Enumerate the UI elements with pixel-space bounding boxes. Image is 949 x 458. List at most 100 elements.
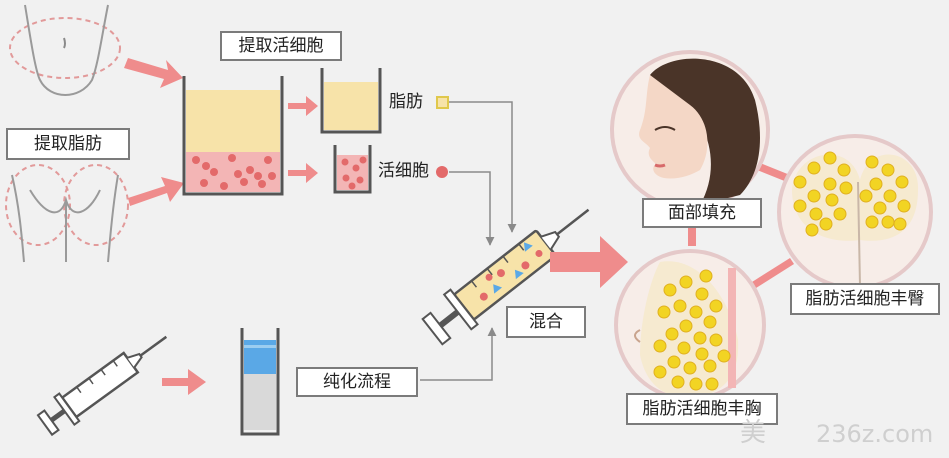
breast-label: 脂肪活细胞丰胸 [626,393,778,425]
fat-cell-dot [679,319,693,333]
fat-cell-dot [793,175,807,189]
fat-cell-dot [705,377,719,391]
fat-cell-dot [677,341,691,355]
fat-cell-dot [717,349,731,363]
separation-beaker [182,76,284,196]
mix-label: 混合 [506,306,586,338]
fat-cell-dot [699,269,713,283]
fat-cell-dot [873,201,887,215]
arrow-belly-to-beaker [124,58,183,88]
watermark-domain: 236z.com [816,420,934,448]
cell-dot [359,156,367,164]
fat-cell-dot [881,163,895,177]
belly-figure [9,4,121,96]
live-cells-label: 活细胞 [378,161,429,181]
fat-cell-dot [679,275,693,289]
fat-marker-square [436,96,449,109]
arrow-to-results [550,236,628,288]
fat-cell-dot [663,283,677,297]
cell-dot [356,176,364,184]
fat-cell-dot [805,223,819,237]
fat-cell-dot [819,217,833,231]
cell-dot [200,179,208,187]
fat-cell-dot [709,299,723,313]
purification-tube [240,328,280,436]
purification-syringe [36,335,168,437]
connector-purification-to-syringe [420,327,497,381]
fat-cell-dot [793,199,807,213]
fat-cell-dot [695,347,709,361]
back-figure [5,164,129,263]
arrow-to-fat-beaker [288,96,318,116]
fat-cell-dot [823,177,837,191]
cell-dot [264,156,272,164]
fat-cell-dot [881,215,895,229]
fat-cell-dot [809,207,823,221]
cell-dot [210,168,218,176]
fat-cell-dot [667,355,681,369]
connector-fat-to-syringe [449,101,517,233]
fat-cell-dot [693,331,707,345]
fat-cell-dot [859,189,873,203]
cell-dot [234,170,242,178]
fat-cell-dot [895,175,909,189]
fat-cell-dot [865,155,879,169]
fat-cell-dot [653,339,667,353]
cell-dot [220,182,228,190]
fat-cell-dot [689,305,703,319]
fat-cell-dot [807,189,821,203]
cell-dot [192,156,200,164]
cell-dot [348,182,356,190]
face-illustration [610,50,770,210]
fat-cell-dot [837,163,851,177]
fat-cell-dot [665,327,679,341]
buttock-illustration [777,134,933,290]
cell-dot [268,172,276,180]
buttock-label: 脂肪活细胞丰臀 [790,283,940,315]
cell-dot [228,154,236,162]
fat-cell-dot [823,151,837,165]
cell-dot [246,166,254,174]
cell-dot [240,178,248,186]
fat-cell-dot [833,207,847,221]
fat-cell-dot [657,305,671,319]
breast-illustration [614,249,766,401]
watermark-logo: 美 [740,418,767,448]
face-fill-label: 面部填充 [642,198,762,228]
fat-cell-dot [695,287,709,301]
fat-beaker [320,68,382,134]
cell-dot [202,162,210,170]
fat-cell-dot [865,215,879,229]
connector-face-breast [688,225,696,246]
cell-dot [341,158,349,166]
fat-cell-dot [869,177,883,191]
cell-dot [254,172,262,180]
purification-label: 纯化流程 [296,367,418,397]
arrow-to-cell-beaker [288,163,318,183]
mixing-syringe [421,208,590,346]
fat-cell-dot [897,199,911,213]
fat-cell-dot [883,189,897,203]
fat-cell-dot [653,365,667,379]
cell-dot [342,174,350,182]
connector-breast-buttock [752,258,794,288]
fat-cell-dot [807,161,821,175]
fat-cell-dot [683,361,697,375]
fat-cell-dot [703,315,717,329]
cell-dot [258,180,266,188]
arrow-back-to-beaker [128,177,184,206]
cell-marker-dot [436,166,448,178]
fat-cell-dot [825,193,839,207]
extract-live-cells-label: 提取活细胞 [220,31,342,61]
fat-cell-dot [893,217,907,231]
fat-label: 脂肪 [389,92,423,112]
fat-cell-dot [671,375,685,389]
fat-cell-dot [703,359,717,373]
cell-dot [352,164,360,172]
extract-fat-label: 提取脂肪 [6,128,130,160]
fat-cell-dot [839,181,853,195]
fat-cell-dot [709,333,723,347]
fat-cell-dot [689,377,703,391]
